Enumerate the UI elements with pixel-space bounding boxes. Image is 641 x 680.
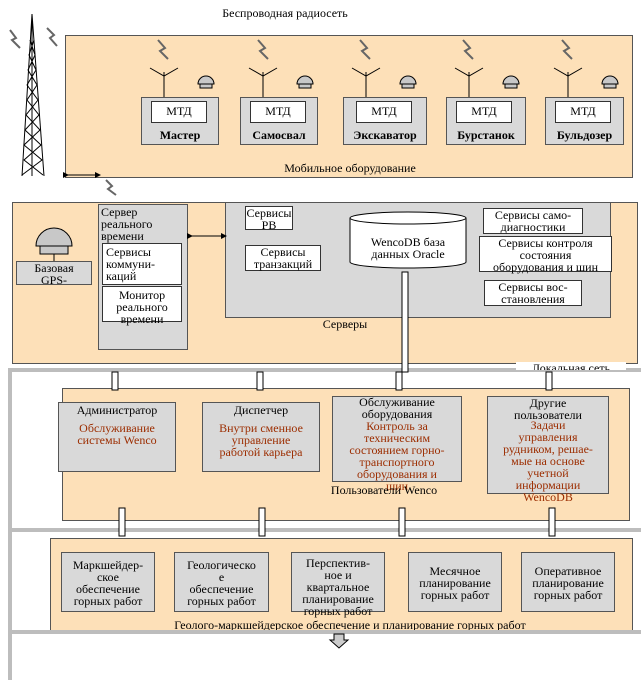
servers-label: Серверы <box>322 317 368 331</box>
planning-box-longterm[interactable]: Перспектив- ное и квартальное планирован… <box>291 552 385 617</box>
planning-box-geology[interactable]: Геологическо е обеспечение горных работ <box>174 552 269 612</box>
users-label: Пользователи Wenco <box>330 483 438 497</box>
maintenance-title: Обслуживание оборудования <box>359 395 435 421</box>
lower-bus <box>8 528 641 532</box>
dispatcher-title: Диспетчер <box>233 403 289 417</box>
admin-title: Администратор <box>76 403 158 417</box>
lan-bus <box>8 368 641 372</box>
admin-box[interactable] <box>58 402 176 472</box>
diagram-title: Беспроводная радиосеть <box>222 6 348 20</box>
base-gps-box[interactable]: Базовая GPS- <box>16 261 92 286</box>
mtd-box-drill-rig: МТД <box>456 101 512 123</box>
admin-desc: Обслуживание системы Wenco <box>77 421 157 447</box>
lan-label: Локальная сеть <box>516 362 626 370</box>
state-control-box[interactable]: Сервисы контроля состояния оборудования … <box>479 236 612 273</box>
unit-label-dump-truck: Самосвал <box>252 128 306 142</box>
database-label: WencoDB база данных Oracle <box>370 235 446 261</box>
mtd-box-excavator: МТД <box>356 101 412 123</box>
other-users-title: Другие пользователи <box>514 396 582 422</box>
mtd-box-master: МТД <box>151 101 207 123</box>
planning-label: Геолого-маркшейдерское обеспечение и пла… <box>174 618 526 632</box>
mobile-equipment-label: Мобильное оборудование <box>284 161 416 175</box>
unit-label-drill-rig: Бурстанок <box>457 128 515 142</box>
mtd-box-bulldozer: МТД <box>555 101 611 123</box>
lan-bus-vertical <box>8 368 12 680</box>
other-users-box[interactable] <box>487 396 609 494</box>
maintenance-desc: Контроль за техническим состоянием горно… <box>349 419 445 493</box>
realtime-server-label: Сервер реального времени <box>101 205 153 243</box>
dispatcher-desc: Внутри сменное управление работой карьер… <box>219 421 303 459</box>
rv-services-box[interactable]: Сервисы РВ <box>245 206 293 232</box>
bottom-bus <box>8 630 641 634</box>
dispatcher-box[interactable] <box>202 402 320 472</box>
planning-box-operational[interactable]: Оперативное планирование горных работ <box>521 552 615 612</box>
transaction-services-box[interactable]: Сервисы транзакций <box>245 245 321 271</box>
unit-label-bulldozer: Бульдозер <box>556 128 613 142</box>
unit-label-excavator: Экскаватор <box>353 128 417 142</box>
planning-box-survey[interactable]: Маркшейдер- ское обеспечение горных рабо… <box>61 552 155 612</box>
recovery-services-box[interactable]: Сервисы вос- становления <box>484 280 582 306</box>
planning-box-monthly[interactable]: Месячное планирование горных работ <box>408 552 502 612</box>
realtime-monitor-box[interactable]: Монитор реального времени <box>102 286 182 325</box>
unit-label-master: Мастер <box>159 128 201 142</box>
other-users-desc: Задачи управления рудником, решае- мые н… <box>503 418 593 504</box>
mtd-box-dump-truck: МТД <box>250 101 306 123</box>
maintenance-box[interactable] <box>332 396 462 482</box>
comm-services-box[interactable]: Сервисы коммуни- каций <box>102 243 182 285</box>
self-diagnostics-box[interactable]: Сервисы само- диагностики <box>483 208 583 234</box>
